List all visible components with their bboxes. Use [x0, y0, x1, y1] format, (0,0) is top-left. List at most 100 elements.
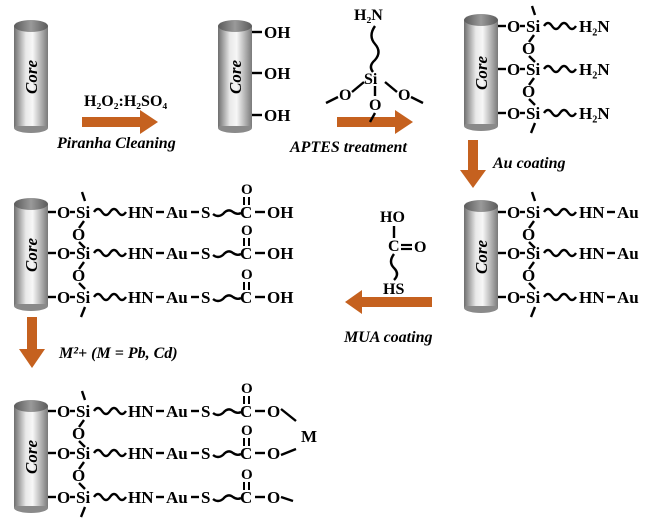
aptes-si: Si: [364, 71, 378, 88]
bridge-o: O: [72, 466, 85, 485]
core-bare: Core: [14, 20, 48, 133]
aptes-o-bottom: O: [369, 97, 381, 114]
linker-o: O: [57, 244, 70, 263]
carboxylate-o: O: [267, 488, 280, 507]
carbonyl-o: O: [241, 423, 253, 439]
core-au: Core: [464, 200, 498, 313]
silicon: Si: [526, 288, 540, 307]
silicon: Si: [76, 203, 90, 222]
core-aptes: Core: [464, 14, 498, 131]
carbonyl-o: O: [241, 381, 253, 397]
silicon: Si: [526, 203, 540, 222]
core-metal: Core: [14, 400, 48, 513]
sulfur: S: [201, 488, 210, 507]
hn-group: HN: [579, 288, 605, 307]
carbonyl-c: C: [240, 288, 252, 307]
core-label: Core: [22, 238, 41, 272]
gold: Au: [166, 288, 188, 307]
arrow-step4: [345, 290, 432, 314]
linker-o: O: [57, 402, 70, 421]
hn-group: HN: [579, 244, 605, 263]
arrow-step1: [82, 110, 158, 134]
mua-label: MUA coating: [343, 329, 432, 346]
bridge-o: O: [72, 225, 85, 244]
bridge-o: O: [72, 424, 85, 443]
linker-o: O: [57, 488, 70, 507]
linker-o: O: [57, 203, 70, 222]
sulfur: S: [201, 203, 210, 222]
gold: Au: [166, 402, 188, 421]
aptes-molecule: H₂N Si O O O: [325, 7, 424, 123]
gold: Au: [617, 203, 639, 222]
core-label: Core: [472, 240, 491, 274]
piranha-reagent: H₂O₂:H₂SO₄: [84, 93, 167, 110]
core-mua: Core: [14, 198, 48, 311]
carbonyl-o: O: [241, 182, 253, 198]
carboxyl-oh: OH: [267, 288, 293, 307]
hn-group: HN: [128, 444, 154, 463]
linker-o: O: [507, 60, 520, 79]
carbonyl-c: C: [240, 402, 252, 421]
aptes-o-left: O: [339, 87, 351, 104]
aptes-h2n: H₂N: [354, 7, 383, 24]
hn-group: HN: [128, 244, 154, 263]
gold: Au: [166, 244, 188, 263]
metal-label: M²+ (M = Pb, Cd): [58, 345, 178, 362]
piranha-label: Piranha Cleaning: [56, 135, 176, 152]
silicon: Si: [526, 244, 540, 263]
amine: H₂N: [579, 17, 610, 36]
arrow-step2: [337, 110, 413, 134]
bridge-o: O: [522, 225, 535, 244]
linker-o: O: [507, 203, 520, 222]
carboxyl-oh: OH: [267, 244, 293, 263]
linker-o: O: [57, 444, 70, 463]
linker-o: O: [507, 288, 520, 307]
arrow-step3: [460, 140, 486, 188]
core-label: Core: [472, 56, 491, 90]
gold: Au: [617, 244, 639, 263]
linker-o: O: [57, 288, 70, 307]
bridge-o: O: [522, 266, 535, 285]
aptes-label: APTES treatment: [289, 139, 407, 156]
bridge-o: O: [72, 266, 85, 285]
bridge-o: O: [522, 39, 535, 58]
hydroxyl-1: OH: [264, 23, 290, 42]
linker-o: O: [507, 244, 520, 263]
hn-group: HN: [128, 402, 154, 421]
silicon: Si: [526, 17, 540, 36]
gold: Au: [617, 288, 639, 307]
mua-hs: HS: [383, 281, 404, 298]
carbonyl-c: C: [240, 244, 252, 263]
aptes-o-right: O: [398, 87, 410, 104]
silicon: Si: [76, 402, 90, 421]
hn-group: HN: [579, 203, 605, 222]
silicon: Si: [76, 488, 90, 507]
silicon: Si: [76, 288, 90, 307]
hn-group: HN: [128, 203, 154, 222]
hn-group: HN: [128, 488, 154, 507]
hn-group: HN: [128, 288, 154, 307]
carboxyl-oh: OH: [267, 203, 293, 222]
sulfur: S: [201, 244, 210, 263]
core-label: Core: [22, 440, 41, 474]
core-hydroxylated: Core: [218, 20, 252, 133]
silicon: Si: [76, 444, 90, 463]
metal-ion: M: [301, 427, 317, 446]
silicon: Si: [76, 244, 90, 263]
carboxylate-o: O: [267, 444, 280, 463]
sulfur: S: [201, 402, 210, 421]
carbonyl-o: O: [241, 467, 253, 483]
mua-ho: HO: [380, 209, 405, 226]
gold: Au: [166, 444, 188, 463]
carboxylate-o: O: [267, 402, 280, 421]
mua-c: C: [388, 238, 400, 255]
gold: Au: [166, 203, 188, 222]
sulfur: S: [201, 444, 210, 463]
au-label: Au coating: [492, 155, 565, 172]
bridge-o: O: [522, 82, 535, 101]
